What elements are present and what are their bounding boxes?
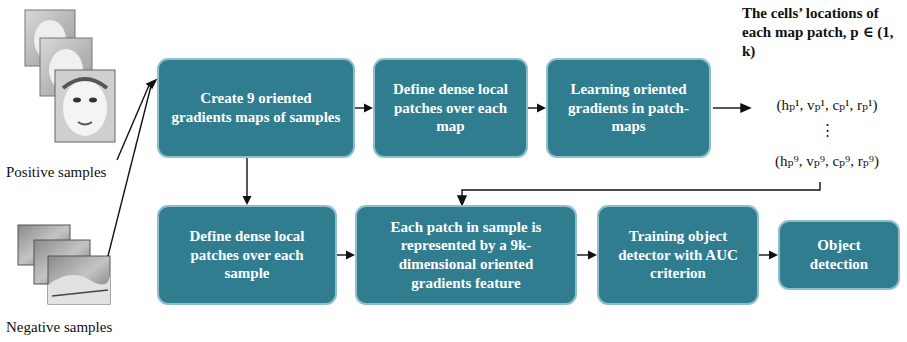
positive-sample-images: [25, 10, 115, 142]
process-box: Learning oriented gradients in patch-map…: [546, 58, 711, 158]
box-text: Each patch in sample is represented by a…: [367, 218, 565, 293]
tuple-text: ⋮: [752, 121, 902, 140]
flow-arrow: [528, 104, 546, 113]
flow-arrow: [577, 251, 597, 260]
process-box: Define dense local patches over each sam…: [157, 205, 337, 305]
box-text: Define dense local patches over each map: [385, 80, 516, 136]
process-box: Each patch in sample is represented by a…: [355, 205, 577, 305]
box-text: Learning oriented gradients in patch-map…: [558, 80, 699, 136]
flow-arrow: [337, 251, 355, 260]
annotation-heading: The cells’ locations of each map patch, …: [742, 4, 904, 60]
flow-arrow: [759, 251, 778, 260]
flow-arrow: [243, 158, 252, 205]
process-box: Create 9 oriented gradients maps of samp…: [157, 58, 355, 158]
sample-arrows: [108, 80, 156, 256]
box-text: Object detection: [790, 236, 888, 274]
box-text: Define dense local patches over each sam…: [169, 227, 325, 283]
sample-label: Positive samples: [6, 163, 136, 182]
box-text: Training object detector with AUC criter…: [609, 227, 747, 283]
process-box: Define dense local patches over each map: [373, 58, 528, 158]
sample-label: Negative samples: [6, 318, 136, 337]
box-text: Create 9 oriented gradients maps of samp…: [169, 89, 343, 127]
tuple-text: (hₚ⁹, vₚ⁹, cₚ⁹, rₚ⁹): [752, 152, 902, 171]
tuple-text: (hₚ¹, vₚ¹, cₚ¹, rₚ¹): [752, 96, 902, 115]
flow-arrow: [355, 104, 373, 113]
process-box: Training object detector with AUC criter…: [597, 205, 759, 305]
process-box: Object detection: [778, 220, 900, 290]
negative-sample-images: [18, 225, 110, 304]
